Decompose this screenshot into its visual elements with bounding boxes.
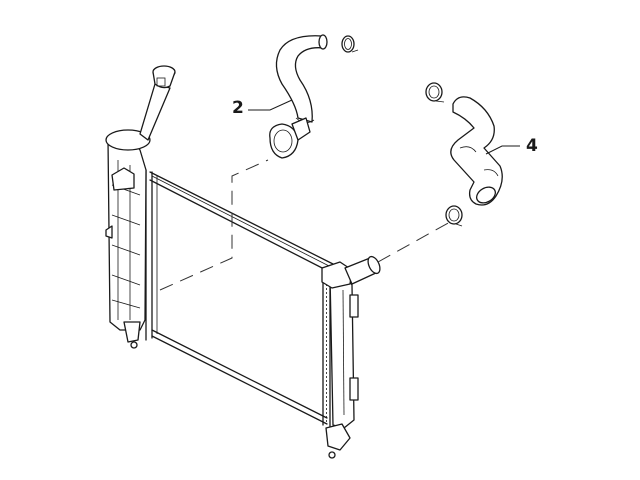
callout-4-label: 4 — [526, 136, 538, 156]
hose-clamp-lower-bottom — [445, 205, 463, 227]
right-end-tank — [321, 261, 359, 459]
callout-4-leader — [485, 145, 520, 155]
outlet-pipe — [344, 255, 381, 285]
hose-clamp-lower-top — [425, 82, 445, 103]
callout-2-label: 2 — [232, 98, 244, 118]
hose-clamp-upper — [341, 35, 359, 53]
expansion-tank — [105, 129, 151, 349]
callout-2-leader — [248, 99, 293, 111]
filler-neck-cap — [139, 65, 176, 141]
assembly-guide-lines — [159, 159, 451, 291]
lower-radiator-hose — [450, 96, 503, 206]
upper-radiator-hose — [269, 34, 328, 159]
radiator-core — [145, 169, 336, 429]
